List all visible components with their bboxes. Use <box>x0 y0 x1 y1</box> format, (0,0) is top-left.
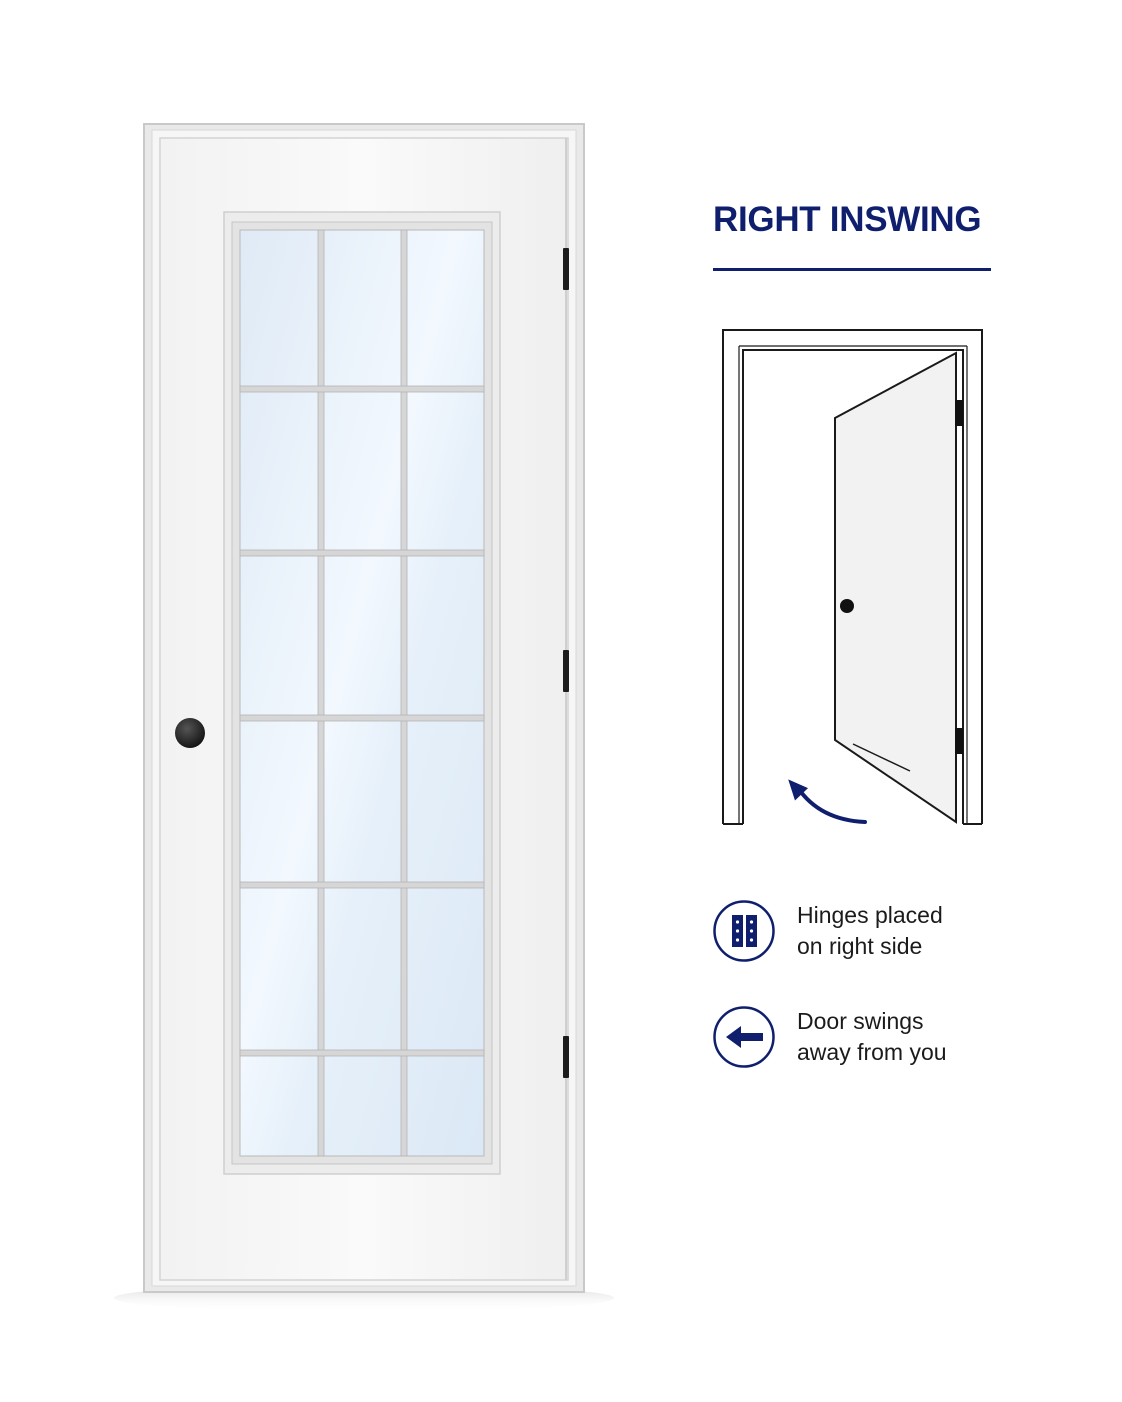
diagram-hinge <box>955 400 963 426</box>
diagram-frame <box>722 329 983 824</box>
swing-diagram <box>722 329 983 825</box>
diagram-hinge <box>955 728 963 754</box>
arrow-left-icon <box>713 1006 775 1068</box>
feature-hinges: Hinges placed on right side <box>713 900 1033 970</box>
page-title: RIGHT INSWING <box>713 200 982 239</box>
feature-label: Hinges placed on right side <box>797 900 1027 962</box>
title-underline <box>713 268 991 271</box>
feature-line: on right side <box>797 933 923 959</box>
glass-panel <box>239 229 485 1157</box>
diagram-knob <box>840 599 854 613</box>
feature-label: Door swings away from you <box>797 1006 1027 1068</box>
hinge-icon <box>713 900 775 962</box>
diagram-door <box>834 351 957 824</box>
door-knob <box>175 718 205 748</box>
swing-arrow-icon <box>796 786 867 824</box>
feature-line: Door swings <box>797 1008 924 1034</box>
window-grilles <box>239 229 485 1157</box>
feature-line: Hinges placed <box>797 902 943 928</box>
door-hinges <box>563 248 569 1078</box>
feature-swing: Door swings away from you <box>713 1006 1033 1076</box>
feature-line: away from you <box>797 1039 947 1065</box>
